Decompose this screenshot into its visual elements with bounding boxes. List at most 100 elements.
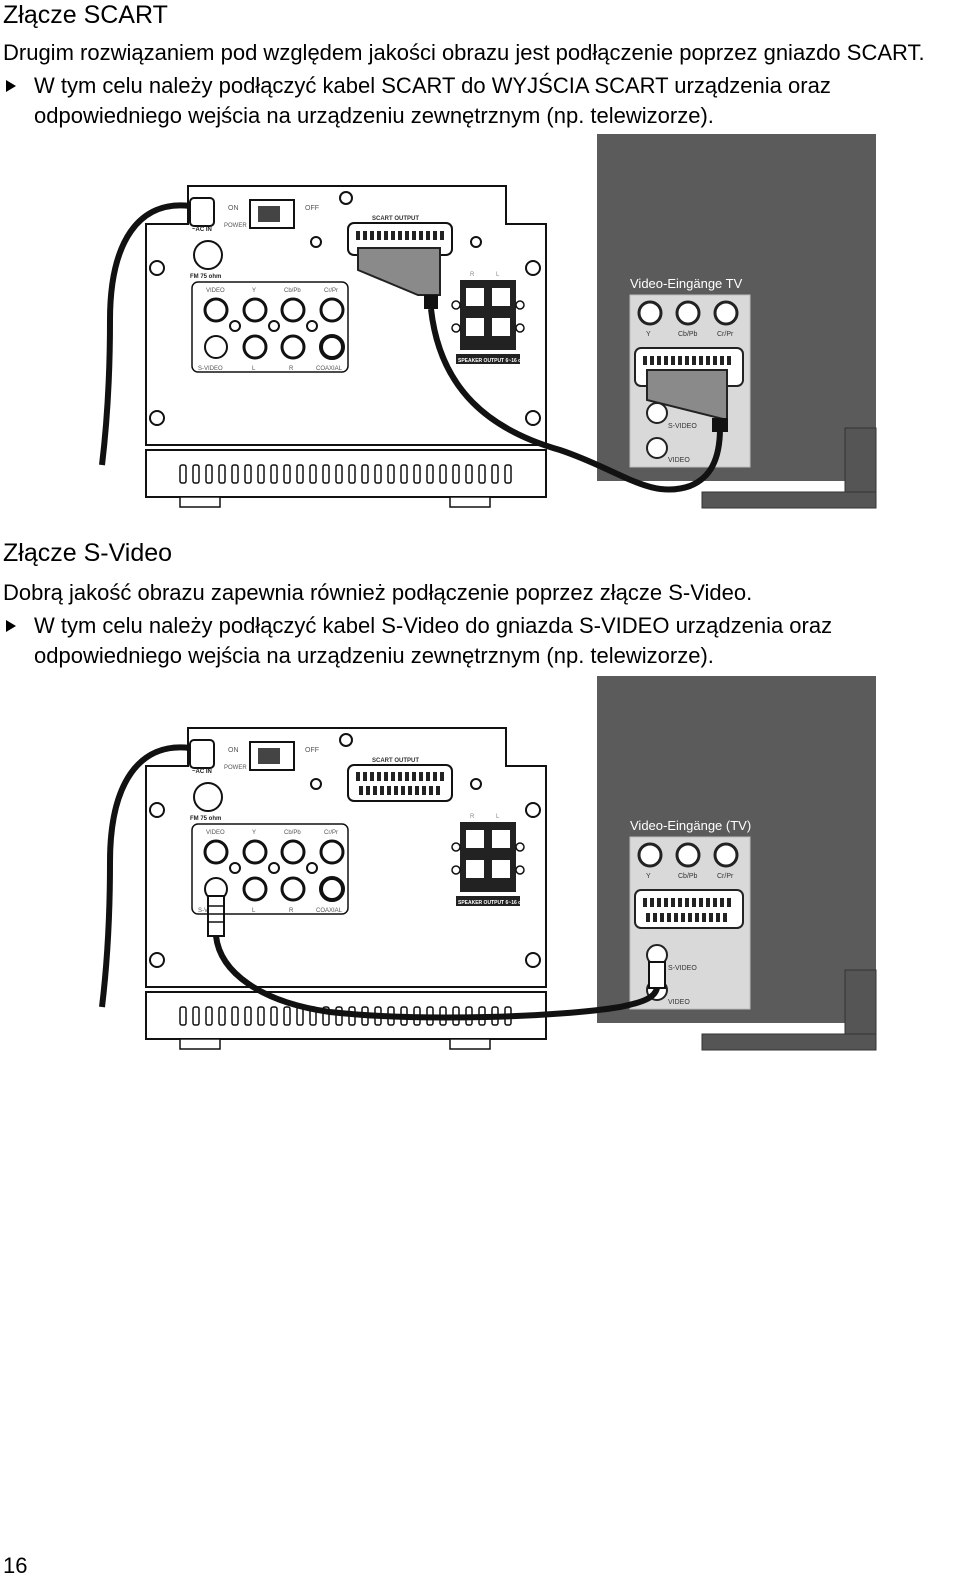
tv-svideo-label: S-VIDEO bbox=[668, 423, 697, 430]
speaker-output-label: SPEAKER OUTPUT 6~16 ohm bbox=[458, 358, 529, 364]
cbpb-jack-icon bbox=[280, 297, 306, 323]
speaker-output-label-box bbox=[456, 896, 520, 906]
tv-y-label: Y bbox=[646, 873, 651, 880]
device-foot-left bbox=[179, 1038, 221, 1050]
scart-instruction-step: W tym celu należy podłączyć kabel SCART … bbox=[4, 71, 831, 131]
speaker-plus-icon bbox=[451, 300, 461, 310]
video-jack-label: VIDEO bbox=[206, 288, 225, 294]
speaker-minus-icon bbox=[451, 323, 461, 333]
audio-l-label: L bbox=[252, 366, 256, 372]
tv-y-label: Y bbox=[646, 331, 651, 338]
ac-in-label: ~AC IN bbox=[192, 227, 212, 233]
svideo-step-line-1: W tym celu należy podłączyć kabel S-Vide… bbox=[34, 613, 833, 638]
tv-video-jack-icon bbox=[646, 437, 668, 459]
screw-icon bbox=[149, 802, 165, 818]
scart-output-label: SCART OUTPUT bbox=[372, 758, 419, 764]
scart-output-socket-icon bbox=[347, 764, 453, 802]
video-jack-label: VIDEO bbox=[206, 830, 225, 836]
coaxial-label: COAXIAL bbox=[316, 908, 343, 914]
power-on-label: ON bbox=[228, 205, 239, 212]
speaker-plus-icon bbox=[515, 300, 525, 310]
speaker-plus-icon bbox=[451, 842, 461, 852]
svideo-intro-text: Dobrą jakość obrazu zapewnia również pod… bbox=[3, 580, 753, 605]
speaker-minus-icon bbox=[515, 865, 525, 875]
speaker-output-label-box bbox=[456, 354, 520, 364]
device-vent-slots bbox=[179, 464, 512, 484]
video-jack-icon bbox=[203, 839, 229, 865]
tv-scart-socket-icon bbox=[634, 889, 744, 929]
scart-cable bbox=[428, 308, 723, 493]
screw-icon bbox=[268, 862, 280, 874]
cbpb-jack-icon bbox=[280, 839, 306, 865]
speaker-r-label: R bbox=[470, 272, 475, 278]
audio-r-label: R bbox=[289, 908, 294, 914]
audio-l-label: L bbox=[252, 908, 256, 914]
svideo-cable bbox=[213, 935, 660, 1021]
screw-icon bbox=[229, 862, 241, 874]
bullet-arrow-icon bbox=[6, 620, 16, 632]
tv-cbpb-label: Cb/Pb bbox=[678, 331, 698, 338]
screw-icon bbox=[149, 410, 165, 426]
svideo-instruction-step: W tym celu należy podłączyć kabel S-Vide… bbox=[4, 611, 832, 671]
tv-input-title: Video-Eingänge TV bbox=[630, 276, 743, 291]
power-off-label: OFF bbox=[305, 747, 319, 754]
coaxial-jack-icon bbox=[319, 876, 345, 902]
fm-antenna-label: FM 75 ohm bbox=[190, 274, 221, 280]
tv-stand-base bbox=[701, 1033, 877, 1051]
scart-step-line-1: W tym celu należy podłączyć kabel SCART … bbox=[34, 73, 831, 98]
speaker-output-label: SPEAKER OUTPUT 6~16 ohm bbox=[458, 900, 529, 906]
screw-icon bbox=[339, 733, 353, 747]
ac-in-socket-icon bbox=[189, 739, 215, 769]
power-off-label: OFF bbox=[305, 205, 319, 212]
svideo-jack-label: S-VIDEO bbox=[198, 366, 223, 372]
screw-icon bbox=[149, 952, 165, 968]
speaker-minus-icon bbox=[451, 865, 461, 875]
ac-in-socket-icon bbox=[189, 197, 215, 227]
crpr-jack-icon bbox=[319, 297, 345, 323]
screw-icon bbox=[470, 778, 482, 790]
tv-svideo-label: S-VIDEO bbox=[668, 965, 697, 972]
fm-antenna-label: FM 75 ohm bbox=[190, 816, 221, 822]
audio-l-jack-icon bbox=[242, 876, 268, 902]
scart-output-label: SCART OUTPUT bbox=[372, 216, 419, 222]
screw-icon bbox=[310, 236, 322, 248]
power-label: POWER bbox=[224, 765, 247, 771]
cbpb-jack-label: Cb/Pb bbox=[284, 830, 301, 836]
tv-scart-plug-strain-relief bbox=[712, 418, 728, 432]
speaker-plus-icon bbox=[515, 842, 525, 852]
audio-r-jack-icon bbox=[280, 876, 306, 902]
audio-l-jack-icon bbox=[242, 334, 268, 360]
crpr-jack-icon bbox=[319, 839, 345, 865]
cbpb-jack-label: Cb/Pb bbox=[284, 288, 301, 294]
y-jack-label: Y bbox=[252, 830, 256, 836]
tv-svideo-plug-icon bbox=[648, 961, 666, 989]
power-cable bbox=[99, 202, 191, 466]
tv-crpr-jack-icon bbox=[713, 300, 739, 326]
page-number: 16 bbox=[3, 1553, 28, 1578]
svideo-plug-icon bbox=[207, 895, 225, 937]
screw-icon bbox=[470, 236, 482, 248]
section-heading-svideo: Złącze S-Video bbox=[3, 539, 173, 567]
screw-icon bbox=[525, 802, 541, 818]
section-heading-scart: Złącze SCART bbox=[3, 1, 168, 29]
crpr-jack-label: Cr/Pr bbox=[324, 288, 338, 294]
audio-r-label: R bbox=[289, 366, 294, 372]
y-jack-label: Y bbox=[252, 288, 256, 294]
tv-y-jack-icon bbox=[637, 300, 663, 326]
speaker-minus-icon bbox=[515, 323, 525, 333]
tv-stand-base bbox=[701, 491, 877, 509]
tv-crpr-label: Cr/Pr bbox=[717, 331, 734, 338]
coaxial-label: COAXIAL bbox=[316, 366, 343, 372]
tv-crpr-label: Cr/Pr bbox=[717, 873, 734, 880]
screw-icon bbox=[310, 778, 322, 790]
svideo-step-line-2: odpowiedniego wejścia na urządzeniu zewn… bbox=[34, 643, 714, 668]
svideo-connection-figure: Video-Eingänge (TV) Y Cb/Pb Cr/Pr S-VIDE… bbox=[0, 672, 960, 1057]
ac-in-label: ~AC IN bbox=[192, 769, 212, 775]
scart-intro-text: Drugim rozwiązaniem pod względem jakości… bbox=[3, 40, 925, 65]
y-jack-icon bbox=[242, 297, 268, 323]
power-cable bbox=[99, 744, 191, 1008]
device-foot-right bbox=[449, 1038, 491, 1050]
tv-input-title: Video-Eingänge (TV) bbox=[630, 818, 751, 833]
speaker-l-label: L bbox=[496, 814, 500, 820]
screw-icon bbox=[268, 320, 280, 332]
